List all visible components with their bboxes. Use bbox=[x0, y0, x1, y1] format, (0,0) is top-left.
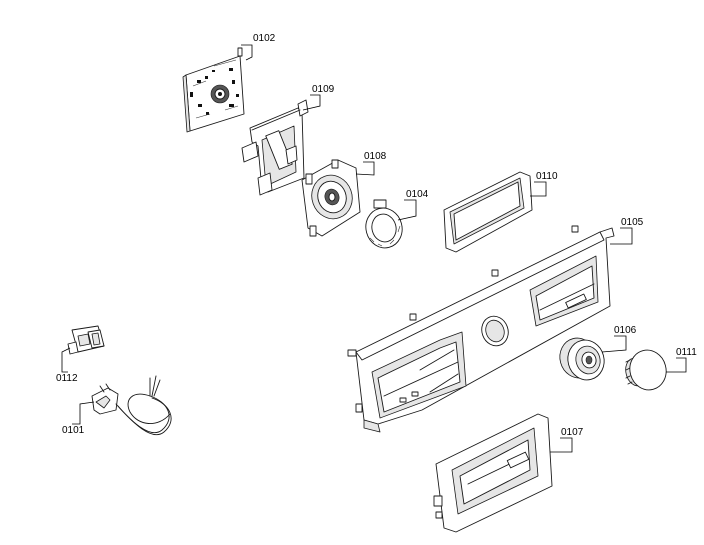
part-labels: 0102 0109 0108 0104 0110 0105 0106 0111 … bbox=[56, 33, 697, 438]
label-0109: 0109 bbox=[312, 84, 335, 95]
knob-part bbox=[625, 349, 667, 391]
leader-0106 bbox=[601, 335, 627, 353]
label-0107: 0107 bbox=[561, 427, 584, 438]
control-panel-part bbox=[347, 225, 615, 433]
leader-lines bbox=[61, 44, 687, 453]
leader-0108 bbox=[355, 161, 375, 176]
label-0110: 0110 bbox=[536, 171, 558, 182]
leader-0102 bbox=[241, 44, 253, 61]
leader-0110 bbox=[530, 181, 547, 197]
label-0112: 0112 bbox=[56, 373, 78, 384]
leader-0104 bbox=[397, 199, 417, 221]
leader-0107 bbox=[550, 437, 573, 453]
leader-0111 bbox=[666, 357, 687, 373]
control-board-part bbox=[182, 47, 245, 133]
label-0102: 0102 bbox=[253, 33, 276, 44]
label-0111: 0111 bbox=[676, 347, 697, 358]
display-window-part bbox=[443, 171, 533, 253]
label-0104: 0104 bbox=[406, 189, 429, 200]
drawer-handle-part bbox=[433, 413, 553, 533]
selector-housing-part bbox=[301, 159, 361, 237]
label-0108: 0108 bbox=[364, 151, 387, 162]
cable-clip-part bbox=[67, 325, 105, 355]
power-cable-part bbox=[91, 375, 172, 436]
leader-0109 bbox=[302, 94, 321, 111]
leader-0112 bbox=[61, 347, 71, 373]
board-holder-part bbox=[241, 99, 309, 196]
ring-part bbox=[365, 199, 403, 249]
leader-0105 bbox=[610, 227, 633, 245]
label-0106: 0106 bbox=[614, 325, 637, 336]
label-0101: 0101 bbox=[62, 425, 85, 436]
label-0105: 0105 bbox=[621, 217, 644, 228]
leader-0101 bbox=[72, 401, 95, 425]
knob-insert-part bbox=[559, 337, 605, 381]
